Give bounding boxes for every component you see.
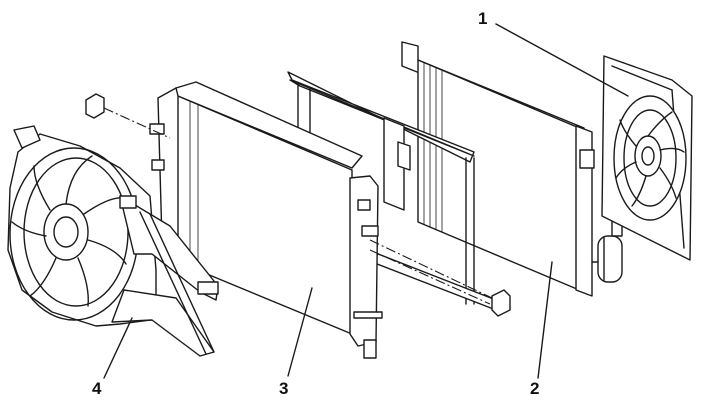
- receiver-drier: [591, 213, 623, 283]
- main-fan-assembly: [7, 125, 219, 357]
- mounting-hardware: [85, 93, 511, 317]
- air-guide-frame: [287, 71, 497, 311]
- radiator-assembly: [149, 81, 383, 359]
- condenser-fins: [423, 62, 443, 232]
- leader-lines: [103, 23, 629, 379]
- auxiliary-fan-assembly: [601, 55, 693, 261]
- auxiliary-fan-blades: [615, 111, 685, 207]
- callout-1: 1: [478, 9, 487, 28]
- callout-4: 4: [92, 379, 102, 398]
- condenser-assembly: [401, 41, 623, 297]
- callout-3: 3: [279, 379, 288, 398]
- callout-2: 2: [530, 379, 539, 398]
